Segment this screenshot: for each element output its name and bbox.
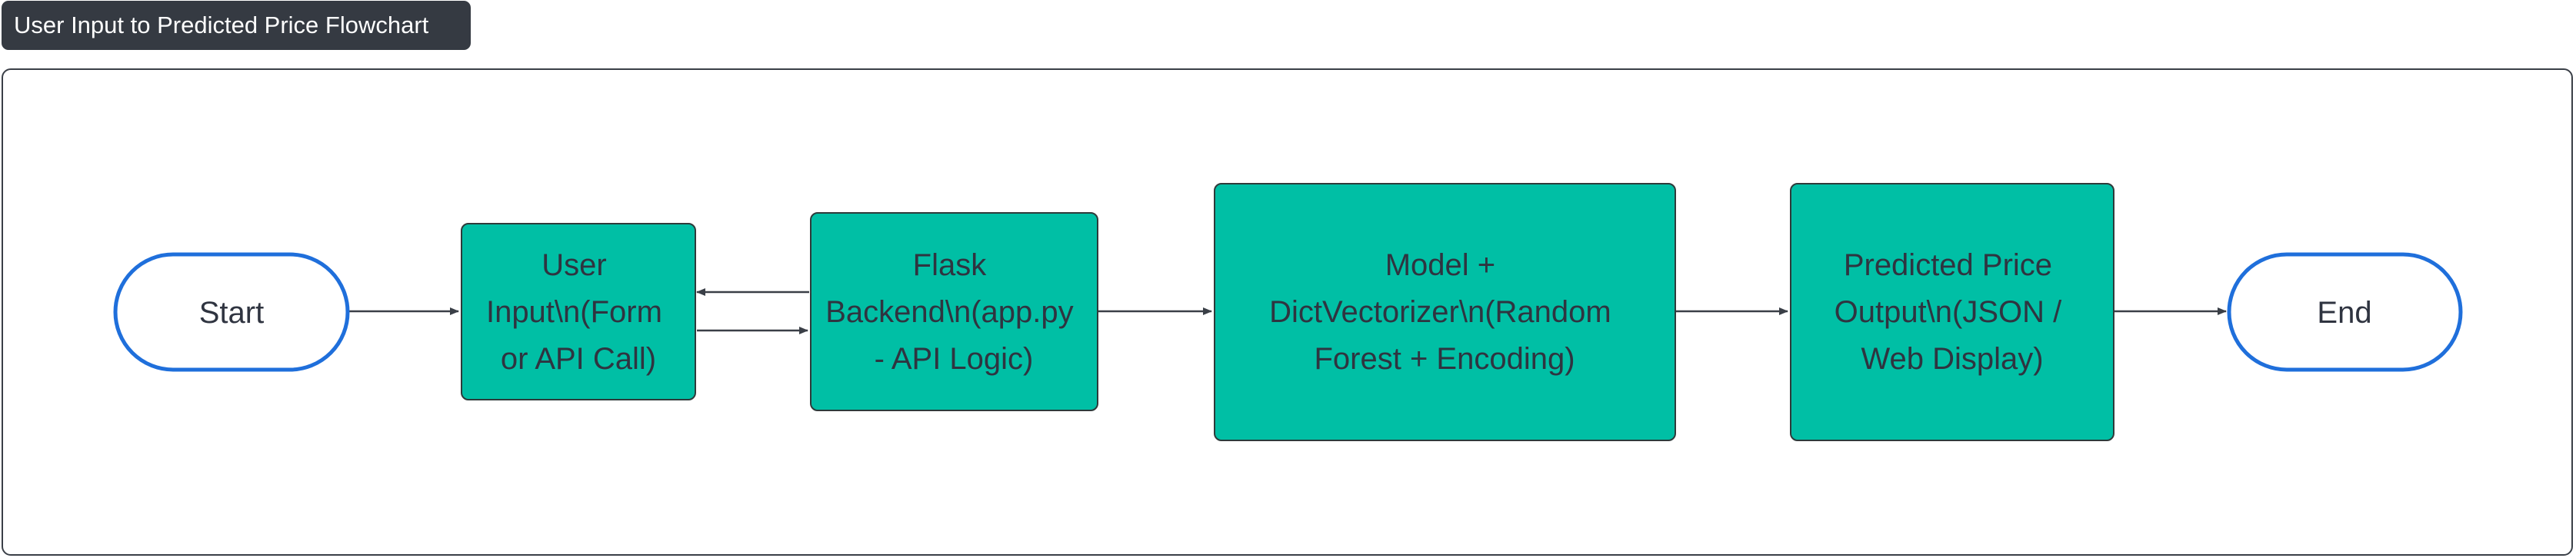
flask-backend-node: Flask Backend\n(app.py - API Logic)	[810, 212, 1098, 411]
flask-backend-label-line-1: Flask	[913, 248, 988, 282]
predicted-price-node: Predicted Price Output\n(JSON / Web Disp…	[1790, 183, 2114, 441]
user-input-label-line-1: User	[542, 248, 606, 282]
svg-text:Flask Backend\n(app.py: Flask Backend\n(app.py - API Logic)	[825, 248, 1082, 376]
flask-backend-label-line-3: - API Logic)	[875, 342, 1034, 376]
diagram-frame	[2, 68, 2573, 556]
end-node: End	[2227, 252, 2463, 372]
model-node: Model + DictVectorizer\n(Random Forest +…	[1214, 183, 1676, 441]
user-input-label-line-3: or API Call)	[501, 342, 656, 376]
end-node-label: End	[2317, 296, 2371, 330]
predicted-price-label-line-2: Output\n(JSON /	[1835, 295, 2063, 329]
svg-text:Predicted Price Output\n: Predicted Price Output\n(JSON / Web Disp…	[1835, 248, 2071, 376]
svg-text:User Input\n(Form: User Input\n(Form or API Call)	[486, 248, 671, 376]
predicted-price-label-line-3: Web Display)	[1861, 342, 2043, 376]
predicted-price-label-line-1: Predicted Price	[1844, 248, 2052, 282]
user-input-node: User Input\n(Form or API Call)	[461, 223, 696, 400]
model-label-line-3: Forest + Encoding)	[1314, 342, 1575, 376]
model-label-line-1: Model +	[1385, 248, 1495, 282]
start-node-label: Start	[199, 296, 264, 330]
flask-backend-label-line-2: Backend\n(app.py	[825, 295, 1073, 329]
diagram-title: User Input to Predicted Price Flowchart	[2, 1, 471, 50]
model-label-line-2: DictVectorizer\n(Random	[1269, 295, 1611, 329]
user-input-label-line-2: Input\n(Form	[486, 295, 662, 329]
svg-text:Model + DictVectorizer\n: Model + DictVectorizer\n(Random Forest +…	[1269, 248, 1620, 376]
start-node: Start	[113, 252, 350, 372]
